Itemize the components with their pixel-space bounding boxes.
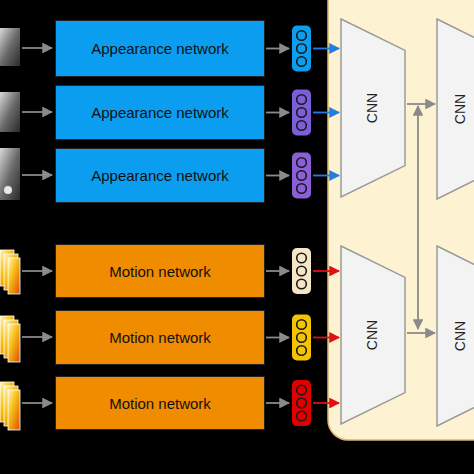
network-box: Appearance network xyxy=(55,85,265,140)
vector-cell xyxy=(297,31,307,41)
trapezoid-shape xyxy=(437,19,474,199)
vector-bar xyxy=(292,26,311,72)
cnn-trapezoid: CNN xyxy=(436,18,474,200)
vector-cell xyxy=(297,333,307,343)
vector-bar xyxy=(292,380,311,426)
connector xyxy=(407,104,435,105)
flow-frame xyxy=(8,258,20,294)
input-arrow xyxy=(22,111,52,113)
connector-line xyxy=(407,103,435,105)
feature-vector xyxy=(292,380,311,426)
video-frame xyxy=(0,28,20,66)
vector-cell xyxy=(297,320,307,330)
vector-cell xyxy=(297,171,307,181)
input-arrow xyxy=(22,174,52,176)
flow-stacks xyxy=(0,250,20,430)
connector-line xyxy=(266,112,289,114)
feature-vector xyxy=(292,248,311,294)
network-box: Motion network xyxy=(55,376,265,430)
vector-cell xyxy=(297,184,307,194)
vector-cell xyxy=(297,121,307,131)
cnn-label: CNN xyxy=(452,321,468,351)
cnn-trapezoid: CNN xyxy=(436,245,474,427)
input-arrow xyxy=(22,270,52,272)
trapezoid-shape xyxy=(341,19,405,197)
network-label: Motion network xyxy=(109,395,211,412)
connector-line xyxy=(266,48,289,50)
vector-bar xyxy=(292,315,311,361)
feature-vector xyxy=(292,90,311,136)
network-label: Appearance network xyxy=(91,167,229,184)
vector-cell xyxy=(297,346,307,356)
vector-cell xyxy=(297,158,307,168)
vector-bar xyxy=(292,153,311,199)
video-frame xyxy=(0,148,20,200)
feature-vector xyxy=(292,315,311,361)
vector-cell xyxy=(297,44,307,54)
input-arrows xyxy=(22,48,52,403)
vector-bar xyxy=(292,248,311,294)
network-label: Motion network xyxy=(109,263,211,280)
network-label: Motion network xyxy=(109,329,211,346)
vector-cell xyxy=(297,108,307,118)
fusion-link xyxy=(417,106,419,329)
cnn-trapezoid: CNN xyxy=(340,18,406,198)
cnn-label: CNN xyxy=(364,93,380,123)
feature-vector xyxy=(292,153,311,199)
network-box: Motion network xyxy=(55,244,265,298)
vector-cell xyxy=(297,398,307,408)
network-box: Appearance network xyxy=(55,20,265,77)
vector-cell xyxy=(297,95,307,105)
connector-line xyxy=(313,402,339,404)
network-box: Motion network xyxy=(55,310,265,365)
connector xyxy=(407,333,435,334)
video-frame xyxy=(0,92,20,132)
trapezoid-shape xyxy=(341,246,405,424)
connector-line xyxy=(266,402,289,404)
connector-line xyxy=(407,332,435,334)
vector-cell xyxy=(297,411,307,421)
connector-line xyxy=(266,270,289,272)
vector-cell xyxy=(297,253,307,263)
vector-cell xyxy=(297,266,307,276)
feature-vector xyxy=(292,26,311,72)
frame-detail xyxy=(4,186,12,194)
trapezoid-shape xyxy=(437,246,474,426)
flow-frame xyxy=(8,390,20,430)
input-arrow xyxy=(22,402,52,404)
network-label: Appearance network xyxy=(91,104,229,121)
vector-cell xyxy=(297,279,307,289)
connector-line xyxy=(313,337,339,339)
connector-line xyxy=(266,175,289,177)
connector-line xyxy=(313,175,339,177)
vector-bar xyxy=(292,90,311,136)
connector-line xyxy=(313,112,339,114)
connector-line xyxy=(313,48,339,50)
cnn-label: CNN xyxy=(364,320,380,350)
network-label: Appearance network xyxy=(91,40,229,57)
video-frames xyxy=(0,28,20,200)
connector-line xyxy=(313,270,339,272)
input-arrow xyxy=(22,336,52,338)
cnn-label: CNN xyxy=(452,94,468,124)
flow-frame xyxy=(8,324,20,362)
connector-line xyxy=(266,337,289,339)
input-arrow xyxy=(22,47,52,49)
vector-cell xyxy=(297,57,307,67)
network-box: Appearance network xyxy=(55,148,265,203)
vector-cell xyxy=(297,385,307,395)
cnn-trapezoid: CNN xyxy=(340,245,406,425)
